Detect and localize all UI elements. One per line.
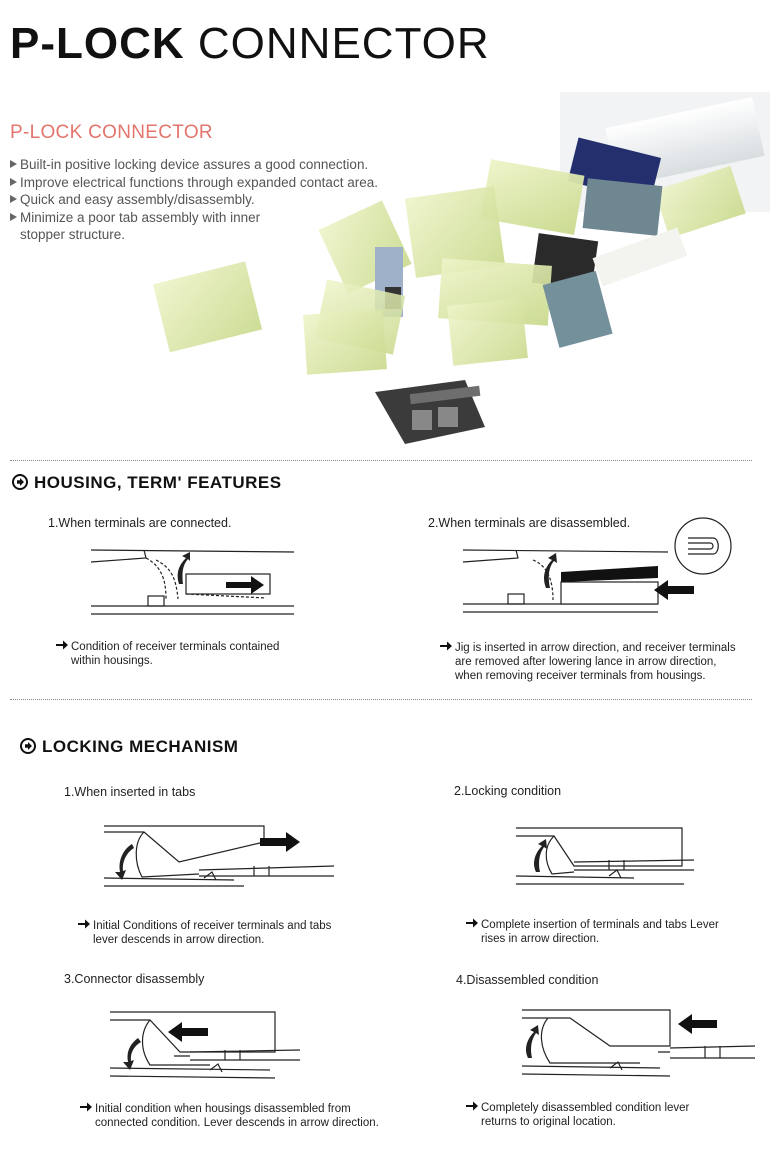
circle-arrow-icon (20, 738, 36, 754)
locking-step1-note-line2: lever descends in arrow direction. (93, 934, 265, 946)
locking-heading: LOCKING MECHANISM (20, 737, 238, 757)
locking-step2-note-line2: rises in arrow direction. (481, 933, 600, 945)
housing-step2-note-line2: are removed after lowering lance in arro… (455, 656, 717, 668)
locking-step1-note-line1: Initial Conditions of receiver terminals… (93, 920, 332, 932)
locking-step4-note-line1: Completely disassembled condition lever (481, 1102, 690, 1114)
feature-item: Quick and easy assembly/disassembly. (10, 191, 430, 209)
locking-step3-caption: 3.Connector disassembly (64, 972, 205, 986)
arrow-right-icon (78, 919, 90, 929)
arrow-right-icon (56, 640, 68, 650)
housing-step1-note-line1: Condition of receiver terminals containe… (71, 641, 280, 653)
feature-item: Built-in positive locking device assures… (10, 156, 430, 174)
arrow-right-icon (440, 641, 452, 651)
disassembled-condition-diagram (521, 1009, 756, 1077)
locking-heading-text: LOCKING MECHANISM (42, 737, 239, 756)
locking-step1-note: Initial Conditions of receiver terminals… (78, 919, 398, 947)
locking-step4-note: Completely disassembled condition lever … (466, 1101, 766, 1129)
feature-item: Improve electrical functions through exp… (10, 174, 430, 192)
housing-connected-diagram (90, 549, 295, 615)
locking-condition-diagram (515, 827, 695, 885)
locking-step3-note-line2: connected condition. Lever descends in a… (95, 1117, 379, 1129)
feature-item: Minimize a poor tab assembly with inner (10, 209, 430, 227)
locking-step2-note-line1: Complete insertion of terminals and tabs… (481, 919, 719, 931)
feature-item-continued: stopper structure. (20, 227, 126, 242)
title-bold: P-LOCK (10, 19, 185, 68)
feature-list: Built-in positive locking device assures… (10, 156, 430, 244)
arrow-right-icon (466, 1101, 478, 1111)
housing-heading: HOUSING, TERM' FEATURES (12, 473, 282, 493)
locking-step4-caption: 4.Disassembled condition (456, 973, 599, 987)
housing-step1-note: Condition of receiver terminals containe… (56, 640, 356, 668)
locking-step3-note: Initial condition when housings disassem… (80, 1102, 430, 1130)
locking-step2-caption: 2.Locking condition (454, 784, 562, 798)
page-title: P-LOCK CONNECTOR (10, 18, 490, 70)
housing-step1-caption: 1.When terminals are connected. (48, 516, 232, 530)
housing-heading-text: HOUSING, TERM' FEATURES (34, 473, 282, 492)
locking-step4-note-line2: returns to original location. (481, 1116, 616, 1128)
circle-arrow-icon (12, 474, 28, 490)
locking-step2-note: Complete insertion of terminals and tabs… (466, 918, 766, 946)
title-light: CONNECTOR (197, 19, 490, 68)
housing-step2-note: Jig is inserted in arrow direction, and … (440, 641, 770, 683)
product-subtitle: P-LOCK CONNECTOR (10, 122, 213, 143)
locking-step3-note-line1: Initial condition when housings disassem… (95, 1103, 351, 1115)
product-photo (152, 92, 770, 444)
housing-disassembled-diagram (462, 517, 732, 613)
housing-step1-note-line2: within housings. (71, 655, 153, 667)
housing-step2-note-line1: Jig is inserted in arrow direction, and … (455, 642, 736, 654)
housing-step2-caption: 2.When terminals are disassembled. (428, 516, 631, 530)
arrow-right-icon (80, 1102, 92, 1112)
locking-inserted-diagram (103, 825, 335, 887)
connector-disassembly-diagram (109, 1011, 301, 1079)
section-divider (10, 460, 752, 461)
arrow-right-icon (466, 918, 478, 928)
locking-step1-caption: 1.When inserted in tabs (64, 785, 196, 799)
housing-step2-note-line3: when removing receiver terminals from ho… (455, 670, 706, 682)
section-divider (10, 699, 752, 700)
